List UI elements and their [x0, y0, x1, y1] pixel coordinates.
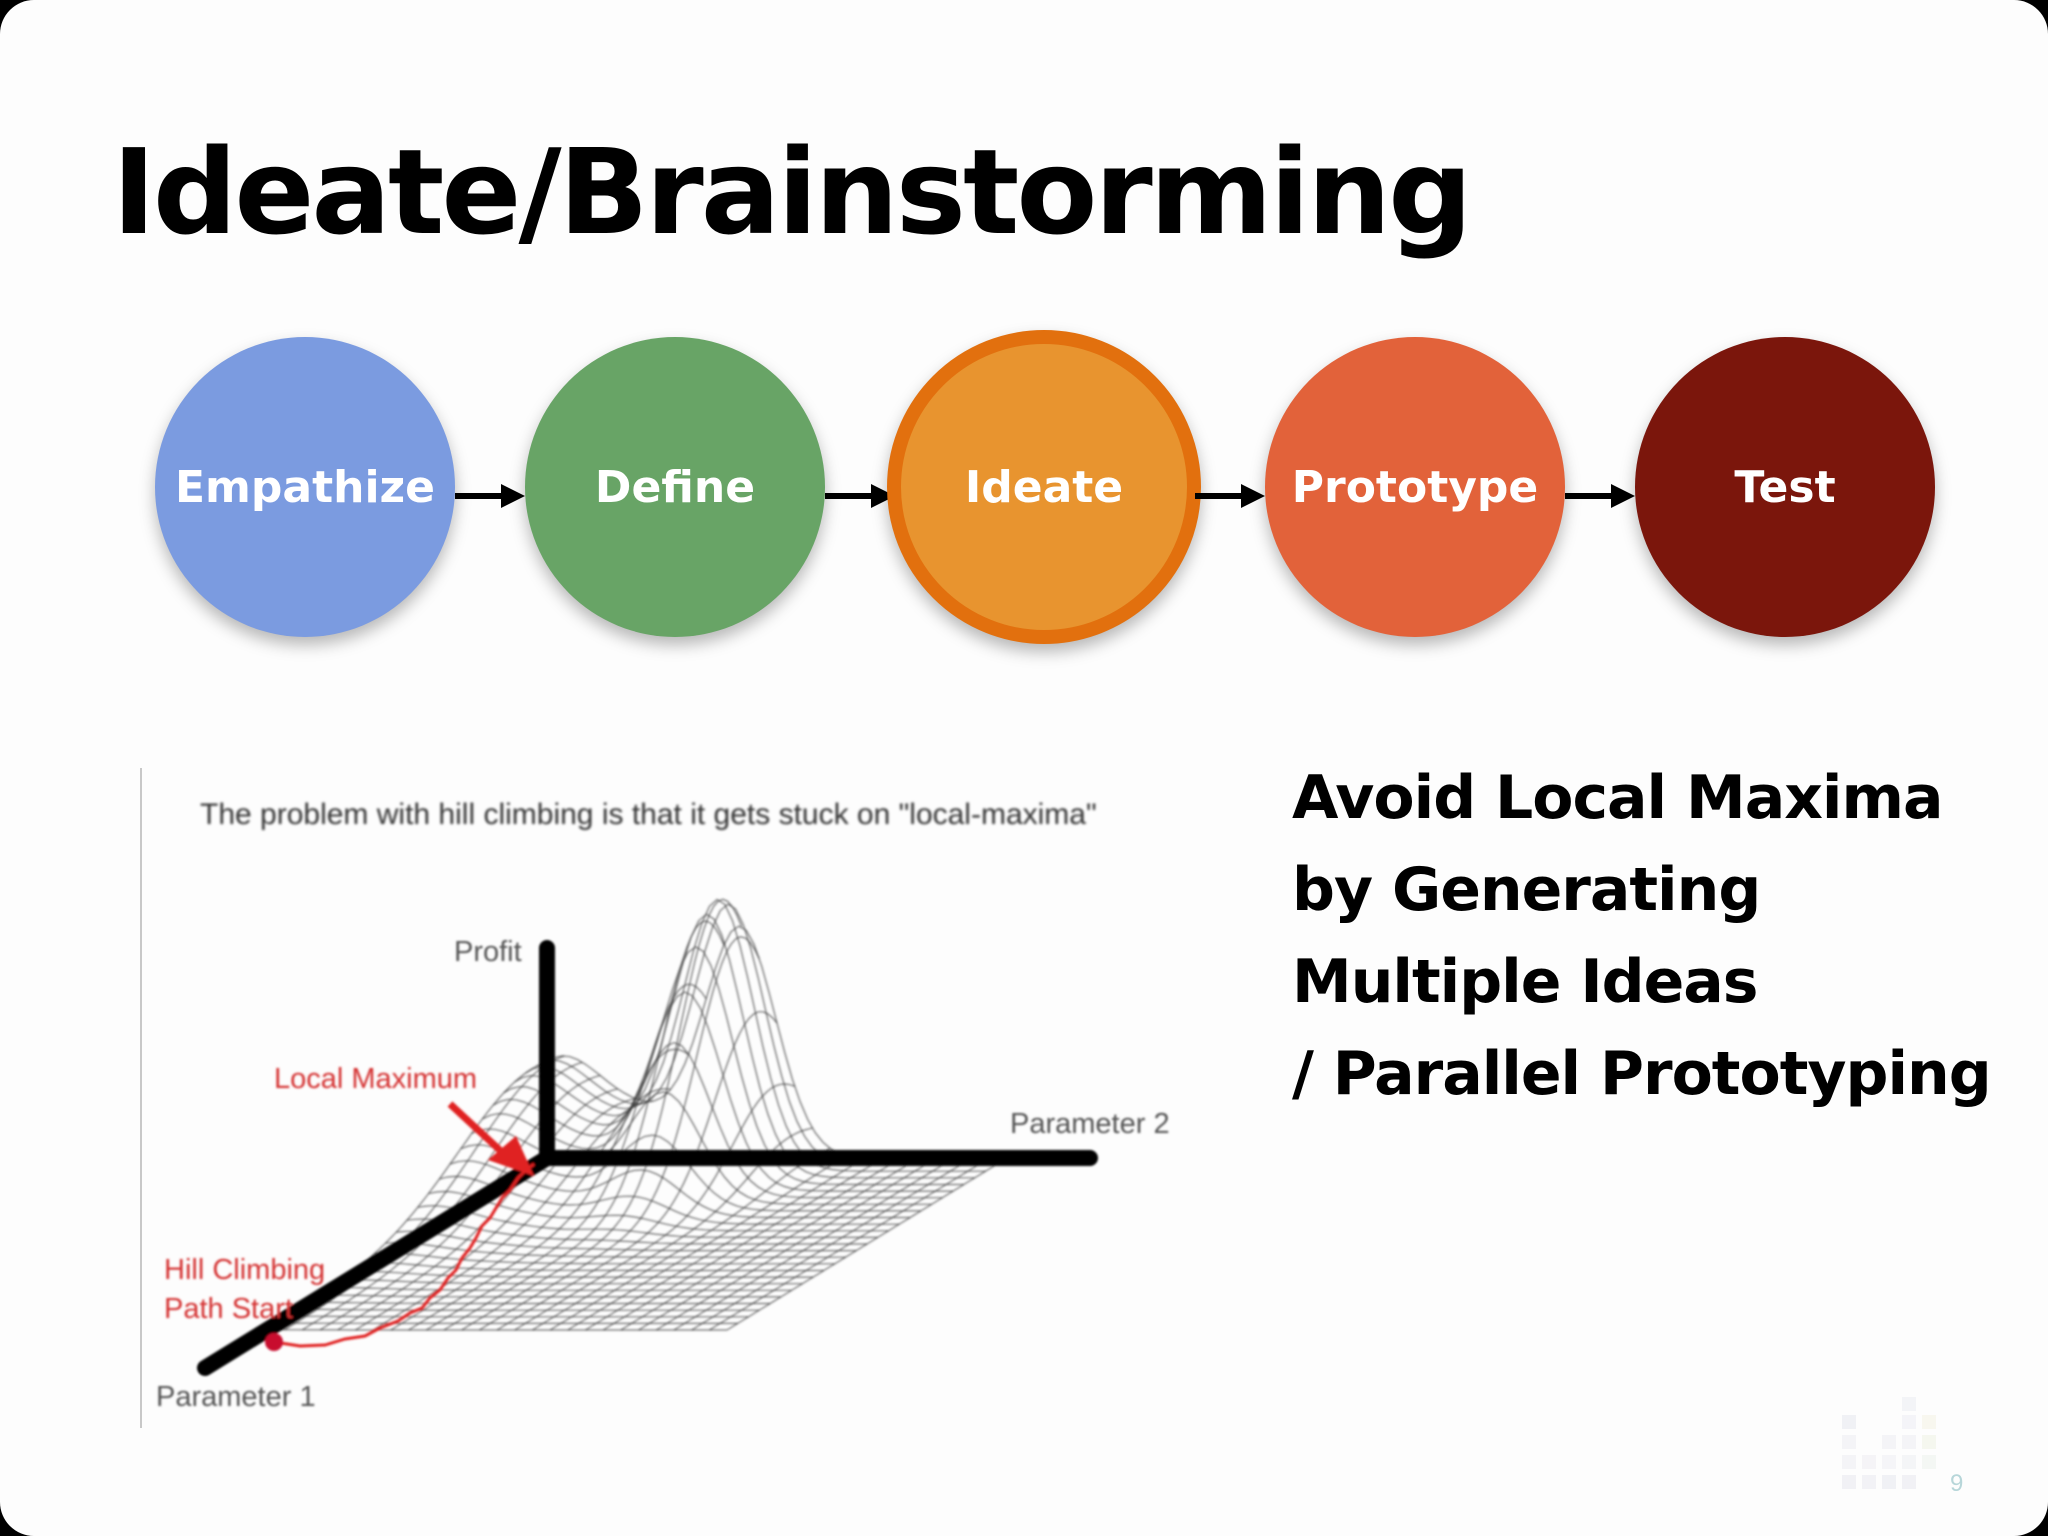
mesh-line — [514, 1083, 795, 1331]
mesh-line — [535, 903, 997, 1166]
mesh-line — [567, 1154, 849, 1331]
figure-title: The problem with hill climbing is that i… — [200, 798, 1097, 831]
arrow-right-icon — [1195, 484, 1265, 508]
mesh-line — [620, 1157, 902, 1331]
mesh-line — [638, 1157, 919, 1331]
step-label: Prototype — [1291, 461, 1539, 513]
mesh-line — [525, 898, 986, 1172]
step-define: Define — [525, 337, 825, 637]
step-label: Ideate — [964, 461, 1124, 513]
hill-climbing-figure: The problem with hill climbing is that i… — [140, 768, 1200, 1428]
mesh-line — [374, 1252, 835, 1265]
mesh-line — [310, 1301, 771, 1305]
mesh-line — [691, 1157, 972, 1331]
step-label: Test — [1734, 461, 1836, 513]
hill-climbing-illustration: Profit Local Maximum Parameter 2 Hill Cl… — [156, 898, 1170, 1413]
parameter-2-label: Parameter 2 — [1010, 1108, 1170, 1140]
caption: Avoid Local Maxima by Generating Multipl… — [1292, 752, 2012, 1120]
mesh-line — [363, 1262, 824, 1272]
profit-label: Profit — [454, 936, 522, 968]
step-test: Test — [1635, 337, 1935, 637]
mesh-line — [320, 1294, 781, 1298]
surface-mesh — [266, 898, 1008, 1331]
step-ideate: Ideate — [887, 330, 1201, 644]
caption-line: by Generating — [1292, 855, 1761, 925]
mesh-line — [708, 1157, 990, 1331]
parameter-1-axis — [197, 1150, 555, 1376]
mesh-line — [406, 1218, 867, 1245]
page-number: 9 — [1950, 1470, 1964, 1497]
caption-line: Avoid Local Maxima — [1292, 763, 1943, 833]
slide-title: Ideate/Brainstorming — [112, 123, 1473, 261]
step-label: Empathize — [175, 461, 435, 513]
mesh-line — [602, 1157, 884, 1331]
caption-line: Multiple Ideas — [1292, 947, 1759, 1017]
path-start-label-line2: Path Start — [164, 1293, 293, 1325]
local-maximum-arrow — [447, 1101, 507, 1157]
step-prototype: Prototype — [1265, 337, 1565, 637]
path-start-marker — [265, 1333, 283, 1351]
hill-climbing-path — [273, 1162, 535, 1348]
mesh-line — [353, 1270, 814, 1278]
parameter-1-label: Parameter 1 — [156, 1381, 316, 1413]
mesh-line — [355, 1098, 636, 1331]
mesh-line — [546, 925, 1007, 1159]
local-maximum-label: Local Maximum — [274, 1063, 477, 1095]
mesh-line — [385, 1241, 846, 1258]
mesh-line — [585, 1156, 866, 1331]
mesh-line — [288, 1315, 749, 1318]
arrow-right-icon — [1565, 484, 1635, 508]
caption-line: / Parallel Prototyping — [1292, 1039, 1992, 1109]
path-start-label-line1: Hill Climbing — [164, 1254, 325, 1286]
design-thinking-process: Empathize Define Ideate Prototype Te — [0, 0, 2048, 700]
mesh-line — [655, 1157, 937, 1331]
watermark-logo-icon — [1842, 1397, 1936, 1489]
local-maximum-arrowhead — [488, 1136, 534, 1176]
arrow-right-icon — [825, 484, 895, 508]
mesh-line — [299, 1308, 760, 1311]
mesh-line — [549, 1147, 831, 1331]
mesh-line — [331, 1287, 792, 1291]
arrow-right-icon — [455, 484, 525, 508]
mesh-line — [673, 1157, 955, 1331]
mesh-line — [726, 1157, 1008, 1331]
mesh-line — [342, 1279, 803, 1285]
step-empathize: Empathize — [155, 337, 455, 637]
step-label: Define — [594, 461, 756, 513]
figure-divider — [140, 768, 142, 1428]
